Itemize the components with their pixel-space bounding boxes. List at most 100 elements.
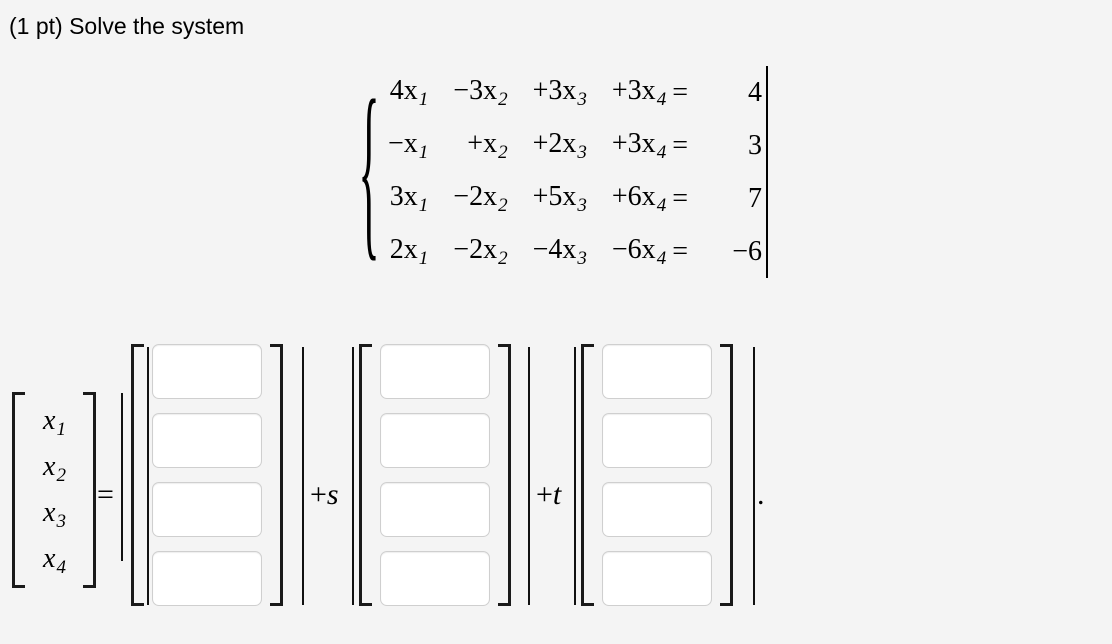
term-subscript: 1	[418, 142, 429, 163]
term-coefficient: −2x	[453, 234, 498, 265]
left-bracket	[581, 344, 594, 606]
term-coefficient: −4x	[532, 234, 577, 265]
right-bracket	[498, 344, 511, 606]
delimiter-bar	[753, 347, 755, 605]
entry-base: x	[43, 543, 56, 574]
equation-term-x3: +5x3	[533, 172, 612, 225]
equation-term-x3: +3x3	[533, 66, 612, 119]
free-parameter-s-vector	[359, 344, 511, 606]
term-subscript: 1	[418, 89, 429, 110]
scalar-t: +t	[536, 480, 561, 510]
answer-input[interactable]	[602, 344, 712, 399]
answer-input[interactable]	[602, 551, 712, 606]
delimiter-bar	[352, 347, 354, 605]
particular-solution-vector	[131, 344, 283, 606]
matrix-input-column	[372, 344, 498, 606]
term-subscript: 1	[418, 248, 429, 269]
entry-subscript: 2	[56, 465, 66, 486]
term-coefficient: 2x	[389, 234, 418, 265]
solution-expression: x1 x2 x3 x4 = +s	[0, 330, 1112, 616]
matrix-input-column	[144, 344, 270, 606]
entry-base: x	[43, 497, 56, 528]
delimiter-bar	[147, 347, 149, 605]
answer-input[interactable]	[152, 482, 262, 537]
term-subscript: 2	[498, 248, 508, 269]
equation-term-x1: 2x1	[388, 225, 453, 278]
term-subscript: 1	[418, 195, 429, 216]
unknown-entry: x2	[31, 444, 77, 490]
entry-subscript: 3	[56, 511, 66, 532]
term-coefficient: 3x	[389, 181, 418, 212]
right-bracket	[270, 344, 283, 606]
term-coefficient: −2x	[453, 181, 498, 212]
scalar-s-operator: +	[310, 478, 327, 511]
equation-term-x3: +2x3	[533, 119, 612, 172]
term-coefficient: −x	[388, 128, 418, 159]
system-of-equations: { 4x1 −3x2 +3x3 +3x4 = 4 −x1 +x2 +2x3 +3…	[356, 66, 768, 278]
equation-term-x4: −6x4	[611, 225, 666, 278]
scalar-s: +s	[310, 480, 339, 510]
scalar-t-operator: +	[536, 478, 553, 511]
term-subscript: 4	[656, 142, 667, 163]
equation-equals: =	[672, 182, 688, 214]
answer-input[interactable]	[380, 344, 490, 399]
page-title: (1 pt) Solve the system	[9, 13, 245, 39]
equation-equals: =	[672, 129, 688, 161]
equation-term-x1: 3x1	[388, 172, 453, 225]
term-coefficient: −6x	[611, 234, 656, 265]
delimiter-bar	[302, 347, 304, 605]
equation-term-x1: −x1	[388, 119, 453, 172]
entry-base: x	[43, 451, 56, 482]
unknown-entry: x1	[31, 398, 77, 444]
left-bracket	[12, 392, 25, 588]
unknown-vector: x1 x2 x3 x4	[12, 392, 96, 588]
term-coefficient: +3x	[611, 75, 656, 106]
answer-input[interactable]	[152, 413, 262, 468]
unknown-entry: x3	[31, 490, 77, 536]
right-bracket	[83, 392, 96, 588]
entry-subscript: 1	[56, 419, 66, 440]
equation-rhs: 3	[747, 129, 762, 161]
entry-base: x	[43, 405, 56, 436]
equation-term-x4: +3x4	[611, 66, 666, 119]
equation-term-x3: −4x3	[533, 225, 612, 278]
term-subscript: 2	[498, 89, 508, 110]
term-subscript: 3	[577, 142, 587, 163]
term-subscript: 3	[577, 195, 587, 216]
term-coefficient: +3x	[532, 75, 577, 106]
scalar-t-symbol: t	[552, 478, 562, 511]
equations-table: 4x1 −3x2 +3x3 +3x4 = 4 −x1 +x2 +2x3 +3x4…	[388, 66, 762, 278]
delimiter-bar	[574, 347, 576, 605]
equation-row: 2x1 −2x2 −4x3 −6x4 = −6	[388, 225, 762, 278]
unknown-vector-cells: x1 x2 x3 x4	[25, 392, 83, 588]
term-subscript: 3	[577, 248, 587, 269]
unknown-entry: x4	[31, 536, 77, 582]
answer-input[interactable]	[602, 482, 712, 537]
answer-input[interactable]	[380, 413, 490, 468]
term-coefficient: +x	[467, 128, 498, 159]
answer-input[interactable]	[152, 551, 262, 606]
term-subscript: 2	[498, 142, 508, 163]
equation-term-x2: +x2	[453, 119, 532, 172]
equation-term-x4: +3x4	[612, 119, 667, 172]
equation-term-x2: −2x2	[453, 172, 532, 225]
equation-equals: =	[672, 76, 688, 108]
answer-input[interactable]	[152, 344, 262, 399]
free-parameter-t-vector	[581, 344, 733, 606]
equation-row: 4x1 −3x2 +3x3 +3x4 = 4	[388, 66, 762, 119]
equation-row: −x1 +x2 +2x3 +3x4 = 3	[388, 119, 762, 172]
answer-input[interactable]	[380, 551, 490, 606]
system-left-brace: {	[358, 60, 380, 279]
left-bracket	[131, 344, 144, 606]
equation-rhs: −6	[732, 235, 762, 267]
answer-input[interactable]	[380, 482, 490, 537]
equation-term-x4: +6x4	[612, 172, 667, 225]
answer-input[interactable]	[602, 413, 712, 468]
equation-row: 3x1 −2x2 +5x3 +6x4 = 7	[388, 172, 762, 225]
trailing-period: .	[757, 478, 765, 511]
equation-term-x1: 4x1	[388, 66, 453, 119]
term-subscript: 3	[577, 89, 587, 110]
term-subscript: 2	[498, 195, 508, 216]
matrix-input-column	[594, 344, 720, 606]
term-subscript: 4	[656, 195, 667, 216]
